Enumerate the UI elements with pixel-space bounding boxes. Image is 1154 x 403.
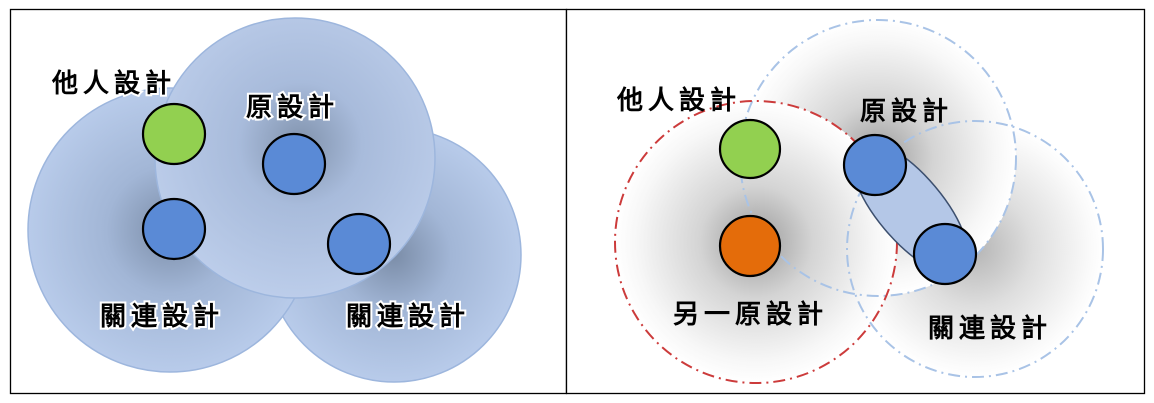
others-design-node-right [718, 118, 782, 180]
label-original-design-right: 原設計 [860, 96, 953, 127]
right-panel: 他人設計 原設計 另一原設計 關連設計 [614, 19, 1104, 384]
label-another-original-design: 另一原設計 [673, 299, 828, 330]
label-related-design-left-a: 關連設計 [100, 301, 224, 332]
related-design-node-right [326, 212, 392, 276]
others-design-node [141, 102, 207, 166]
related-design-node-left [141, 197, 207, 261]
related-region-outline [846, 120, 1104, 378]
original-design-node-right [842, 133, 908, 197]
related-design-node-right-panel [912, 222, 978, 286]
another-original-design-node [718, 214, 782, 278]
label-others-design-right: 他人設計 [616, 85, 741, 116]
label-related-design-left-b: 關連設計 [346, 301, 470, 332]
label-related-design-right: 關連設計 [928, 313, 1052, 344]
original-design-node [261, 132, 327, 196]
label-original-design-left: 原設計 [246, 92, 339, 123]
left-panel: 他人設計 原設計 關連設計 關連設計 [27, 17, 522, 383]
label-others-design-left: 他人設計 [51, 68, 176, 99]
